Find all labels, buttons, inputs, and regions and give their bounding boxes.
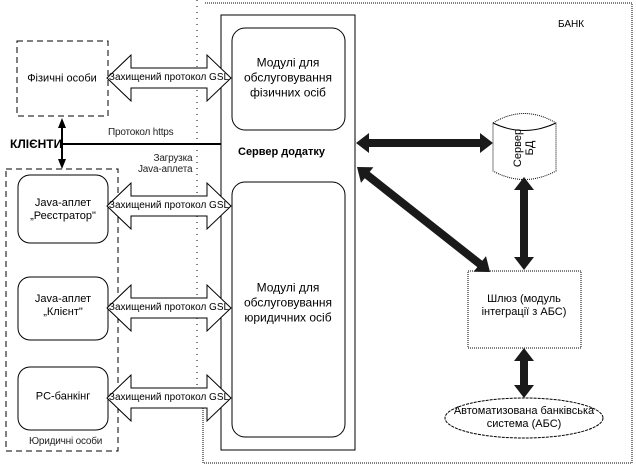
module-legal-box <box>231 181 346 438</box>
java-applet-registrar-box <box>17 174 109 244</box>
db-server-cylinder <box>492 113 557 180</box>
individuals-box <box>16 40 109 117</box>
gsl-label-3: Захищений протокол GSL <box>108 302 230 313</box>
gateway-label: Шлюз (модуль інтеграції з АБС) <box>481 293 567 318</box>
solid-arrows <box>356 133 534 398</box>
db-server-label: Сервер БД <box>512 128 536 168</box>
bank-boundary <box>202 2 633 464</box>
https-label: Протокол https <box>108 127 174 138</box>
gateway-box <box>467 270 582 349</box>
app-server-box <box>220 14 356 451</box>
legal-entities-label: Юридичні особи <box>29 436 103 447</box>
gsl-double-arrow-1 <box>106 53 232 103</box>
clients-label: КЛІЄНТИ <box>10 137 63 151</box>
module-individuals-box <box>231 27 346 131</box>
gsl-arrows <box>106 53 232 423</box>
db-server-cylinder-top-rim <box>492 122 557 131</box>
java-applet-client-label: Java-аплет „Клієнт" <box>34 293 92 318</box>
pc-banking-label: PC-банкінг <box>35 390 91 403</box>
db-gateway-arrow <box>514 177 534 270</box>
clients-arrow-up-head <box>58 118 66 128</box>
abs-label: Автоматизована банківська система (АБС) <box>453 405 595 430</box>
gsl-double-arrow-4 <box>106 373 232 423</box>
java-download-label: Загрузка Java-аплета <box>138 153 193 175</box>
gsl-label-2: Захищений протокол GSL <box>108 200 230 211</box>
bank-label: БАНК <box>558 19 585 30</box>
gateway-abs-arrow <box>514 348 534 398</box>
module-legal-label: Модулі для обслуговування юридичних осіб <box>244 280 332 325</box>
gsl-double-arrow-2 <box>106 181 232 231</box>
individuals-label: Фізичні особи <box>27 72 97 85</box>
app-server-label: Сервер додатку <box>238 146 325 158</box>
gsl-label-1: Захищений протокол GSL <box>108 72 230 83</box>
java-applet-registrar-label: Java-аплет „Реєстратор" <box>30 197 96 222</box>
module-individuals-label: Модулі для обслуговування фізичних осіб <box>244 55 332 100</box>
gsl-label-4: Захищений протокол GSL <box>108 392 230 403</box>
appserver-gateway-arrow <box>357 167 490 272</box>
clients-arrow-down-head <box>58 159 66 169</box>
gsl-double-arrow-3 <box>106 283 232 333</box>
appserver-db-arrow <box>356 133 493 153</box>
